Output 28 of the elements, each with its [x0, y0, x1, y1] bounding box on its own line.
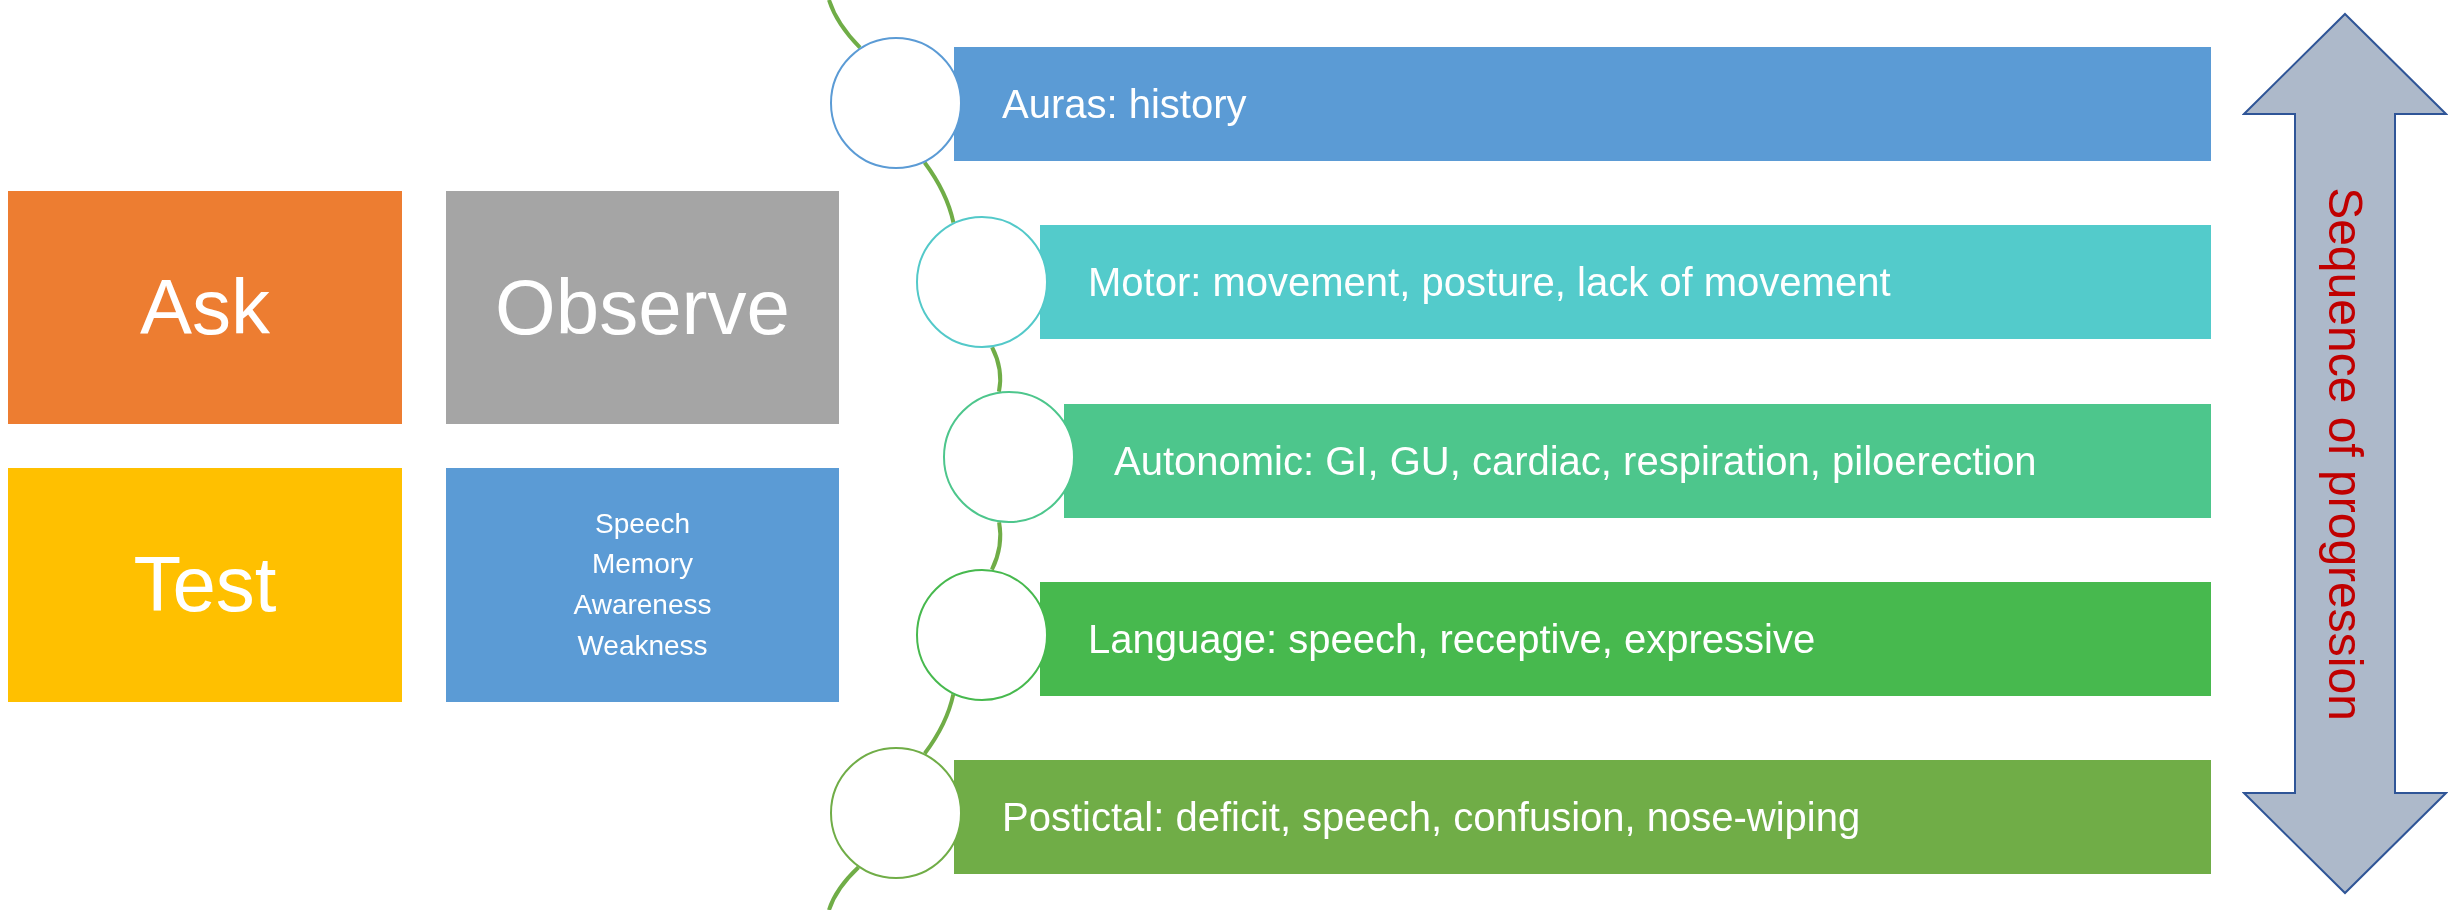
step-label: Autonomic: GI, GU, cardiac, respiration, piloerection	[1114, 438, 2037, 484]
step-bar	[1040, 225, 2211, 339]
step-label: Auras: history	[1002, 81, 1247, 127]
category-label: Observe	[495, 261, 790, 353]
category-tile	[446, 191, 839, 424]
step-label: Postictal: deficit, speech, confusion, nose-wiping	[1002, 794, 1861, 840]
list-item: Awareness	[573, 588, 712, 622]
connector-line	[923, 693, 956, 755]
connector-line	[827, 865, 860, 910]
step-label: Motor: movement, posture, lack of movement	[1088, 259, 1891, 305]
category-label: Test	[133, 539, 277, 631]
connector-line	[990, 346, 1003, 393]
list-item: Speech	[595, 506, 690, 541]
step-bar	[954, 47, 2211, 161]
list-item: Weakness	[577, 628, 708, 663]
list-item: Memory	[591, 547, 694, 582]
category-tile	[8, 191, 402, 424]
category-tile	[8, 468, 402, 702]
step-label: Language: speech, receptive, expressive	[1088, 616, 1816, 662]
step-bar	[954, 760, 2211, 874]
step-bar	[1040, 582, 2211, 696]
connector-line	[922, 161, 956, 223]
category-label: Ask	[140, 261, 270, 353]
connector-line	[827, 0, 862, 50]
list-card	[446, 468, 839, 702]
step-bar	[1064, 404, 2211, 518]
axis-label: Sequence of progression	[2317, 186, 2373, 721]
connector-line	[990, 521, 1003, 571]
